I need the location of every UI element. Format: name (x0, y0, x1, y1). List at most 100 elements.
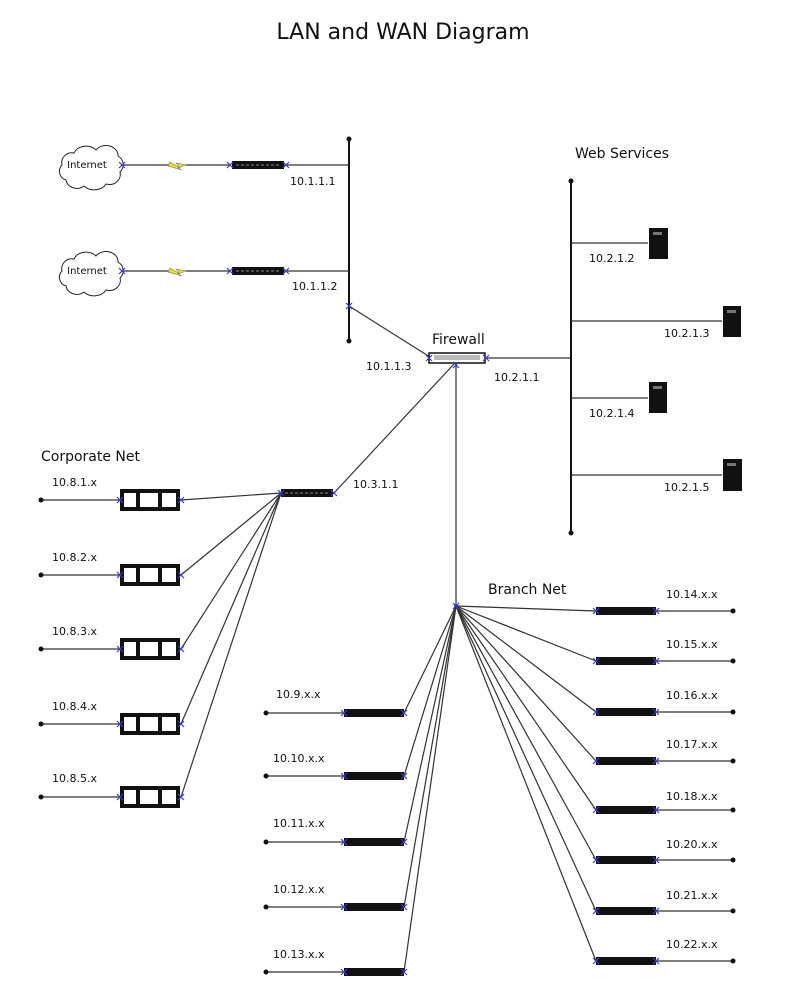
ip-label-10-2-1-4: 10.2.1.4 (589, 407, 634, 420)
switch-icon (120, 638, 180, 660)
corporate-link (180, 492, 282, 576)
connector-icon (116, 645, 124, 653)
branch-subnet-label: 10.10.x.x (273, 752, 325, 765)
corporate-link (180, 492, 282, 501)
corp-subnet-label: 10.8.3.x (52, 625, 97, 638)
connector-icon (226, 267, 234, 275)
router-icon (596, 657, 656, 665)
branch-link (403, 605, 457, 908)
connector-icon (277, 489, 285, 497)
corporate-subnet-4: 10.8.4.x (38, 700, 180, 735)
ip-label-10-2-1-2: 10.2.1.2 (589, 252, 634, 265)
firewall-device (428, 352, 486, 364)
connector-icon (652, 856, 660, 864)
router-icon (596, 607, 656, 615)
ip-label-10-2-1-3: 10.2.1.3 (664, 327, 709, 340)
connector-icon (226, 161, 234, 169)
router-icon (344, 968, 404, 976)
branch-link (403, 605, 457, 973)
corp-subnet-label: 10.8.1.x (52, 476, 97, 489)
router-icon (596, 757, 656, 765)
branch-left-subnet-2: 10.10.x.x (263, 752, 404, 780)
connector-icon (592, 856, 600, 864)
switch-icon (120, 489, 180, 511)
branch-subnet-label: 10.15.x.x (666, 638, 718, 651)
branch-subnet-label: 10.21.x.x (666, 889, 718, 902)
connector-icon (282, 267, 290, 275)
corporate-link (180, 492, 282, 725)
branch-subnet-label: 10.22.x.x (666, 938, 718, 951)
internet-label-2: Internet (67, 266, 107, 277)
branch-subnet-label: 10.17.x.x (666, 738, 718, 751)
internet-cloud-2: Internet (58, 251, 124, 297)
connector-icon (345, 302, 353, 310)
web-server-4 (723, 459, 742, 491)
branch-link (455, 605, 597, 811)
router-icon (596, 806, 656, 814)
connector-icon (652, 907, 660, 915)
branch-subnet-label: 10.16.x.x (666, 689, 718, 702)
branch-subnet-label: 10.20.x.x (666, 838, 718, 851)
connector-icon (400, 968, 408, 976)
branch-subnet-label: 10.12.x.x (273, 883, 325, 896)
ip-label-10-3-1-1: 10.3.1.1 (353, 478, 398, 491)
connector-icon (340, 838, 348, 846)
branch-subnet-label: 10.9.x.x (276, 688, 321, 701)
web-server-1 (649, 228, 668, 259)
branch-subnet-label: 10.11.x.x (273, 817, 325, 830)
ip-label-10-1-1-3: 10.1.1.3 (366, 360, 411, 373)
branch-right-subnet-6: 10.20.x.x (596, 838, 736, 864)
corp-subnet-label: 10.8.2.x (52, 551, 97, 564)
connector-icon (177, 793, 185, 801)
lightning-icon (167, 161, 188, 171)
branch-link (455, 605, 597, 962)
branch-subnet-label: 10.14.x.x (666, 588, 718, 601)
branch-link (403, 605, 457, 843)
wan-link-1 (122, 161, 230, 171)
connector-icon (652, 708, 660, 716)
router-icon (596, 856, 656, 864)
branch-left-subnet-1: 10.9.x.x (263, 688, 404, 717)
ip-label-10-2-1-1: 10.2.1.1 (494, 371, 539, 384)
internet-router-2 (232, 267, 284, 275)
branch-net-label: Branch Net (488, 582, 567, 598)
branch-link (403, 605, 457, 777)
branch-right-subnet-4: 10.17.x.x (596, 738, 736, 765)
diagram-title: LAN and WAN Diagram (276, 20, 529, 45)
branch-link (455, 605, 597, 662)
branch-link (455, 605, 597, 612)
connector-icon (177, 571, 185, 579)
connector-icon (425, 354, 433, 362)
corp-subnet-label: 10.8.5.x (52, 772, 97, 785)
connector-icon (400, 772, 408, 780)
switch-icon (120, 564, 180, 586)
corporate-link (180, 492, 282, 798)
connector-icon (652, 607, 660, 615)
router-icon (596, 957, 656, 965)
connector-icon (282, 161, 290, 169)
corporate-router (281, 489, 333, 497)
branch-left-subnet-5: 10.13.x.x (263, 948, 404, 976)
corp-subnet-label: 10.8.4.x (52, 700, 97, 713)
ip-label-10-2-1-5: 10.2.1.5 (664, 481, 709, 494)
connector-icon (330, 489, 338, 497)
connector-icon (118, 267, 126, 275)
web-server-3 (649, 382, 667, 413)
connector-icon (118, 161, 126, 169)
connector-icon (177, 496, 185, 504)
connector-icon (592, 607, 600, 615)
router-icon (596, 708, 656, 716)
connector-icon (592, 757, 600, 765)
branch-right-subnet-8: 10.22.x.x (596, 938, 736, 965)
branch-right-subnet-1: 10.14.x.x (596, 588, 736, 615)
connector-icon (652, 757, 660, 765)
router-icon (344, 838, 404, 846)
switch-icon (120, 786, 180, 808)
router-icon (596, 907, 656, 915)
connector-icon (116, 496, 124, 504)
router-icon (344, 709, 404, 717)
internet-cloud-1: Internet (58, 145, 124, 191)
lightning-icon (167, 267, 188, 277)
branch-link (455, 605, 597, 713)
connector-icon (400, 838, 408, 846)
